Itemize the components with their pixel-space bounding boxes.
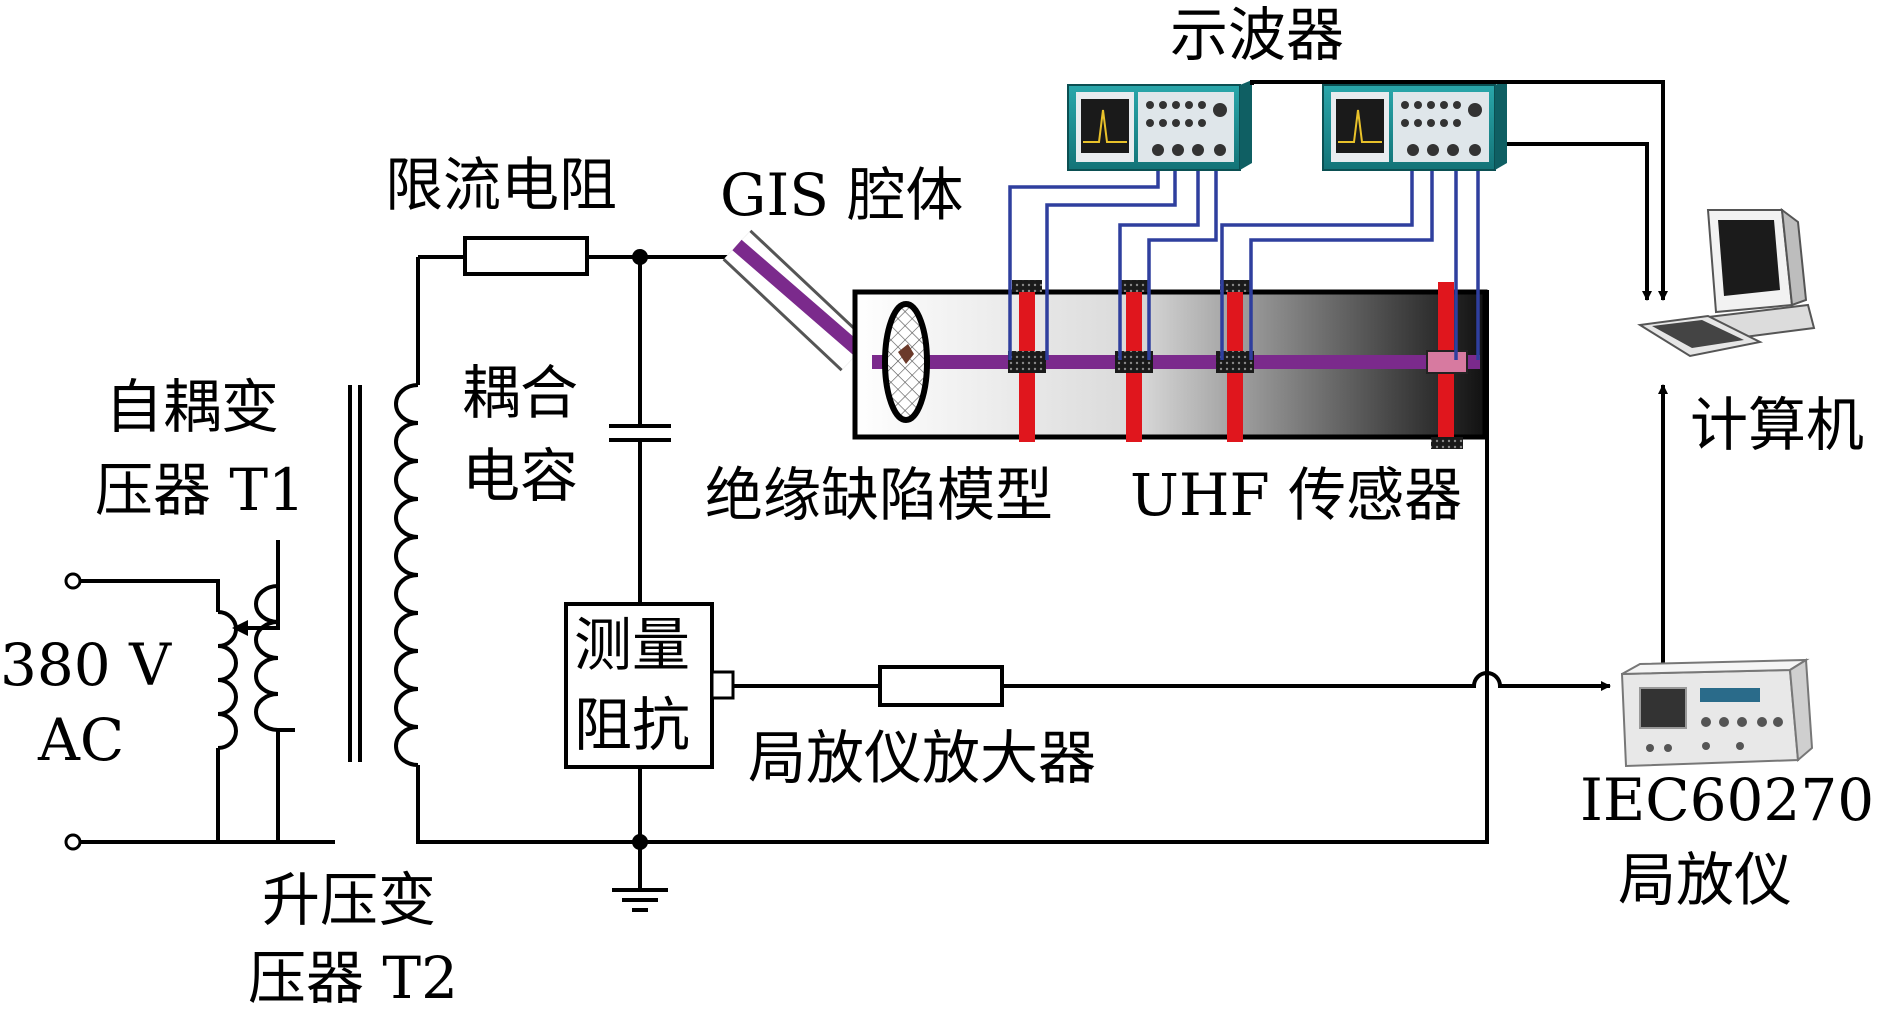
oscilloscope-icon [1322,80,1507,171]
ground-icon [612,842,668,912]
ac-source-terminals [64,572,335,851]
current-limit-resistor-label: 限流电阻 [385,151,617,219]
transformer-core [348,385,362,762]
source-voltage-label: 380 V [0,631,172,699]
uhf-sensor-label: UHF 传感器 [1130,461,1462,529]
defect-model-label: 绝缘缺陷模型 [705,461,1053,529]
measure-impedance-box [564,602,735,850]
iec-meter-label-1: IEC60270 [1580,766,1874,834]
coupling-capacitor [609,257,671,604]
pd-amplifier-label: 局放仪放大器 [748,724,1096,792]
gis-chamber [722,229,1488,440]
signal-cables [1008,170,1480,360]
oscilloscope-label: 示波器 [1170,1,1344,69]
step-up-secondary-coil [394,257,1489,844]
auto-transformer-label-2: 压器 T1 [95,456,305,524]
coupling-capacitor-label-2: 电容 [462,442,578,510]
measure-impedance-label-1: 测量 [574,611,690,679]
uhf-sensors [1008,280,1468,449]
auto-transformer-label-1: 自耦变 [105,373,279,441]
auto-transformer-coil [217,540,280,750]
source-ac-label: AC [37,706,124,774]
step-up-transformer-label-2: 压器 T2 [248,944,458,1012]
measure-impedance-label-2: 阻抗 [574,691,690,759]
step-up-primary-coil [254,540,295,842]
computer-label: 计算机 [1690,391,1864,459]
iec-meter-label-2: 局放仪 [1618,846,1792,914]
step-up-transformer-label-1: 升压变 [262,866,436,934]
pd-meter-icon [1620,658,1814,768]
coupling-capacitor-label-1: 耦合 [462,359,578,427]
current-limit-resistor [418,236,740,276]
scope-computer-links [1250,80,1668,668]
gis-chamber-label: GIS 腔体 [720,161,963,229]
computer-icon [1637,207,1816,358]
oscilloscope-icon [1067,80,1252,171]
pd-amplifier-line [733,665,1611,707]
